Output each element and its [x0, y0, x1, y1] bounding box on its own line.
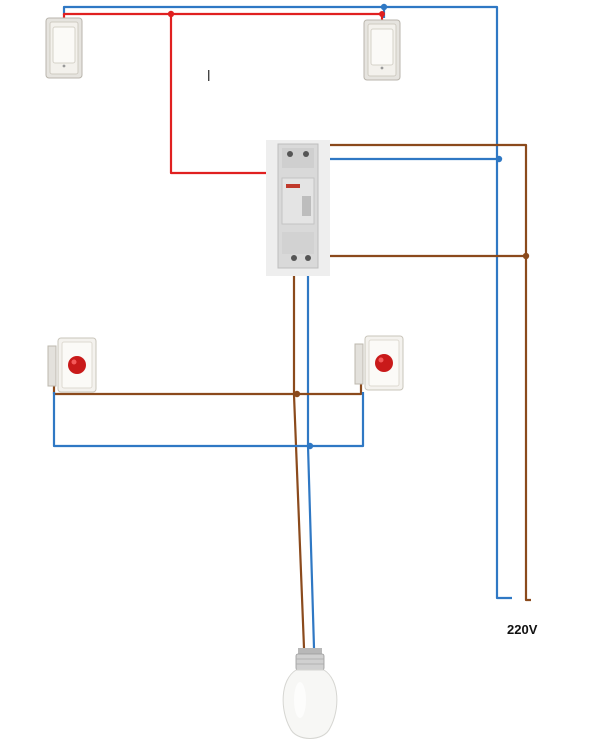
blue-wire-indicators — [52, 392, 365, 448]
red-wire-switches — [62, 12, 384, 22]
blue-wire-lamp — [306, 262, 316, 649]
text-cursor — [208, 70, 210, 81]
junctions — [167, 3, 530, 450]
junction-dot — [306, 442, 314, 450]
indicator-right — [354, 335, 404, 391]
switch-left — [45, 17, 83, 79]
wires — [52, 5, 531, 649]
impulse-relay — [266, 140, 330, 276]
blue-wire-relay-top — [305, 157, 499, 165]
switch-right — [363, 19, 401, 81]
red-indicator-icon — [375, 354, 393, 372]
junction-dot — [379, 11, 385, 17]
brown-wire-lamp — [292, 262, 306, 649]
led-bulb-icon — [282, 648, 338, 739]
blue-wire-top — [62, 5, 512, 600]
junction-dot — [167, 10, 175, 18]
junction-dot — [522, 252, 530, 260]
junction-dot — [495, 155, 503, 163]
red-indicator-icon — [68, 356, 86, 374]
indicator-left — [47, 337, 97, 393]
brown-wire-indicators — [52, 383, 363, 396]
supply-voltage-label: 220V — [507, 622, 538, 637]
junction-dot — [380, 3, 388, 11]
junction-dot — [293, 390, 301, 398]
